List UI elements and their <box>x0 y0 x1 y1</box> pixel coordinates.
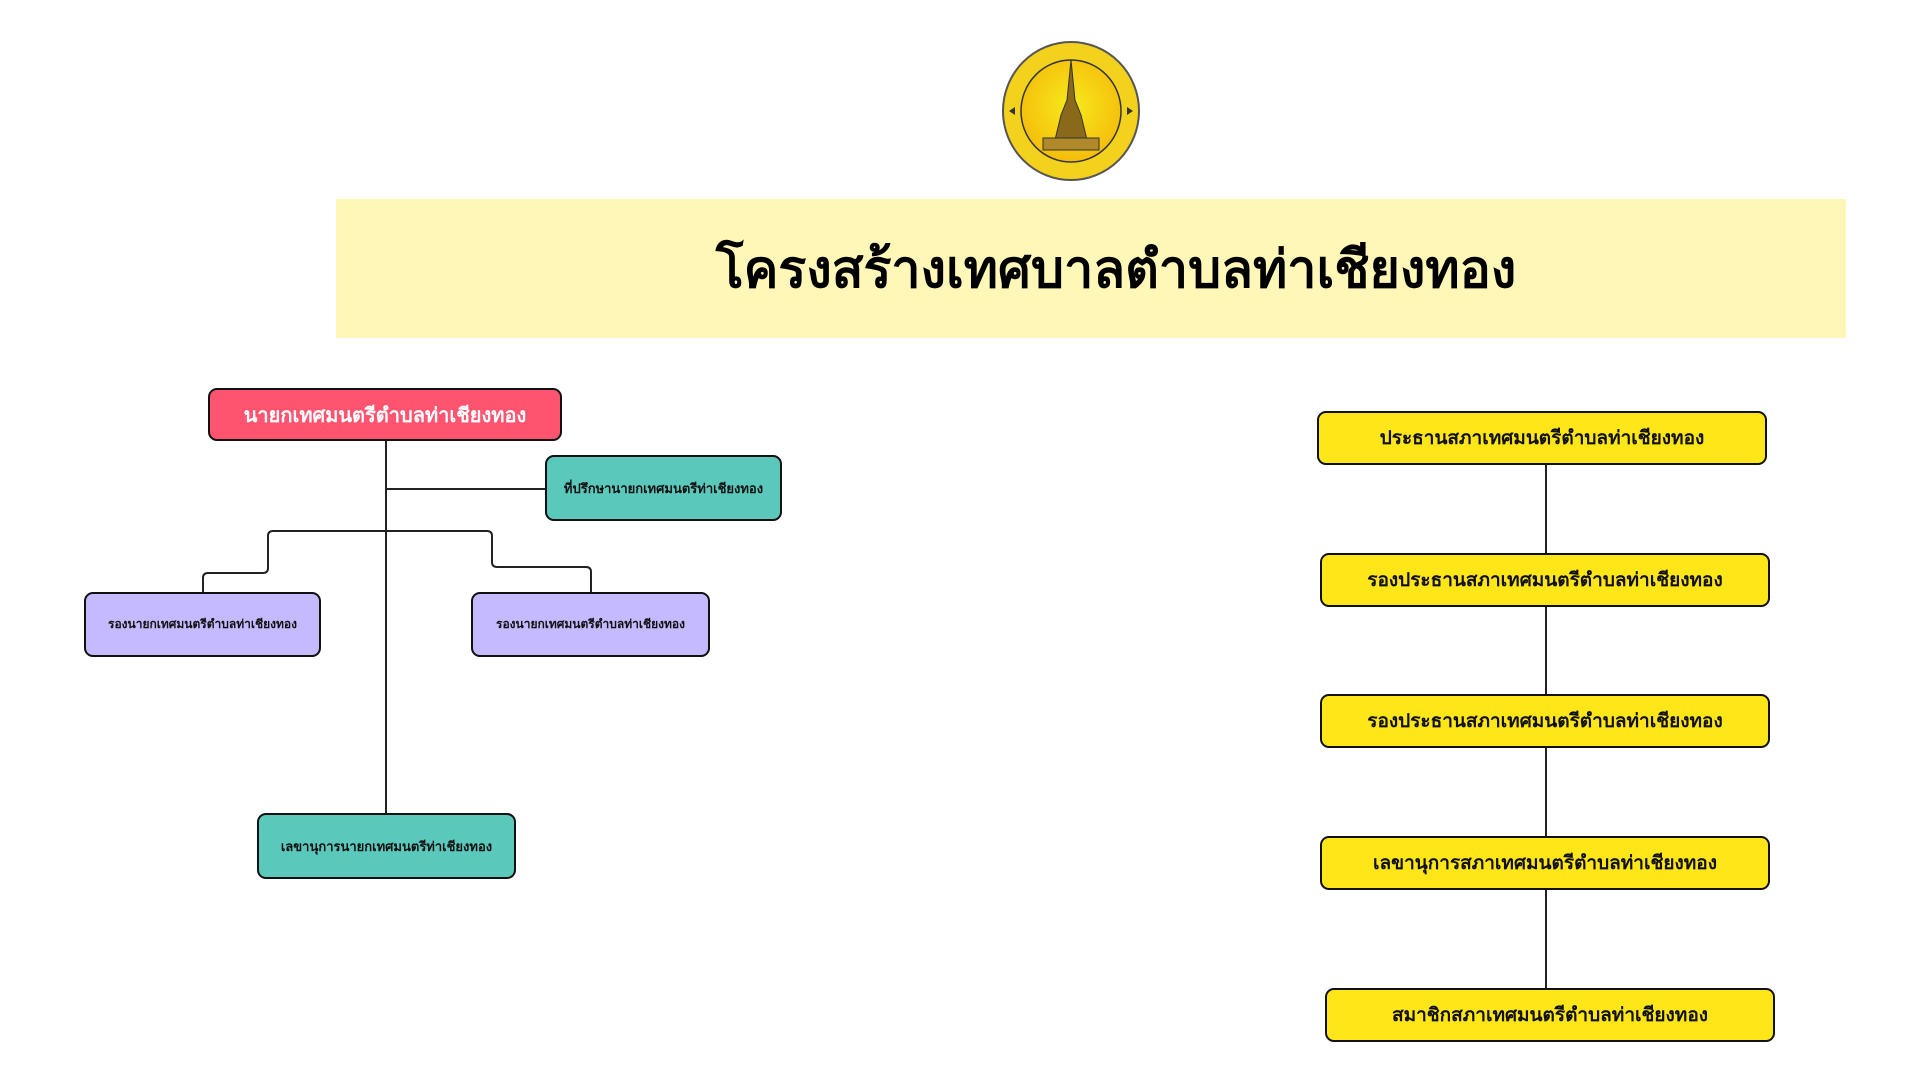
secretary-box[interactable]: เลขานุการนายกเทศมนตรีท่าเชียงทอง <box>257 813 516 879</box>
deputy-mayor-box-1[interactable]: รองนายกเทศมนตรีตำบลท่าเชียงทอง <box>84 592 321 657</box>
mayor-box[interactable]: นายกเทศมนตรีตำบลท่าเชียงทอง <box>208 388 562 441</box>
deputy-mayor-box-2[interactable]: รองนายกเทศมนตรีตำบลท่าเชียงทอง <box>471 592 710 657</box>
council-secretary-box[interactable]: เลขานุการสภาเทศมนตรีตำบลท่าเชียงทอง <box>1320 836 1770 890</box>
council-president-box[interactable]: ประธานสภาเทศมนตรีตำบลท่าเชียงทอง <box>1317 411 1767 465</box>
council-member-box[interactable]: สมาชิกสภาเทศมนตรีตำบลท่าเชียงทอง <box>1325 988 1775 1042</box>
advisor-box[interactable]: ที่ปรึกษานายกเทศมนตรีท่าเชียงทอง <box>545 455 782 521</box>
council-vice-president-box-1[interactable]: รองประธานสภาเทศมนตรีตำบลท่าเชียงทอง <box>1320 553 1770 607</box>
council-vice-president-box-2[interactable]: รองประธานสภาเทศมนตรีตำบลท่าเชียงทอง <box>1320 694 1770 748</box>
municipality-seal-logo <box>1001 40 1141 182</box>
title-banner: โครงสร้างเทศบาลตำบลท่าเชียงทอง <box>336 199 1846 338</box>
deputy-left-connector <box>202 530 386 592</box>
page-title: โครงสร้างเทศบาลตำบลท่าเชียงทอง <box>715 240 1517 300</box>
deputy-right-connector <box>386 530 592 592</box>
